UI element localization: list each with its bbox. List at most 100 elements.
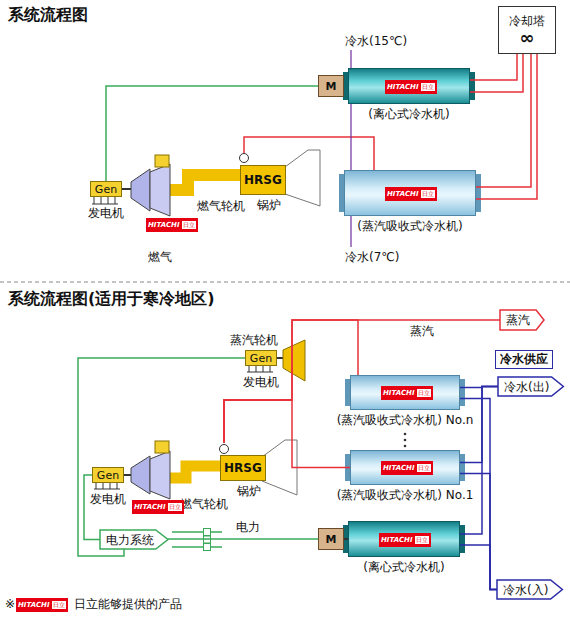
chiller-endcap: [460, 454, 465, 481]
chiller-endcap: [470, 72, 475, 100]
pipe-connector: [460, 545, 497, 590]
chiller-label: (蒸汽吸收式冷水机) No.1: [337, 488, 474, 502]
text-label: 冷水(7℃): [345, 250, 399, 265]
node-text: 电力系统: [106, 533, 154, 547]
logo-text: 日立: [52, 601, 66, 609]
text-label: 燃气轮机: [197, 199, 245, 214]
text-label: 冷水(15℃): [345, 34, 407, 49]
chilled-water-line: [350, 216, 351, 247]
power-system-arrow: 电力系统: [100, 530, 168, 549]
logo-text: HITACHI: [381, 536, 413, 545]
hitachi-logo: HITACHI日立: [379, 533, 431, 547]
logo-text: 日立: [415, 536, 429, 544]
hrsg-box: HRSG锅炉: [240, 165, 286, 195]
motor-box: M: [318, 528, 344, 550]
turbine: [150, 164, 170, 216]
exhaust-duct: [170, 175, 240, 190]
compressor: [131, 456, 150, 494]
text-label: 日立能够提供的产品: [74, 597, 182, 612]
centrifugal-chiller: HITACHI日立(离心式冷水机): [348, 521, 460, 557]
section-divider: [0, 282, 570, 283]
continuation-dot: [404, 439, 407, 442]
hitachi-logo: HITACHI日立: [385, 187, 437, 201]
text-label: 蒸汽轮机: [230, 333, 278, 348]
logo-text: HITACHI: [148, 221, 180, 230]
supply-heading-box: 冷水供应: [495, 350, 553, 369]
node-text: 冷水(出): [504, 380, 549, 394]
node-text: 锅炉: [257, 198, 281, 212]
logo-text: 日立: [417, 389, 431, 397]
text-label: 电力: [236, 520, 260, 535]
logo-text: 日立: [168, 503, 182, 511]
pipe-connector: [476, 54, 531, 187]
pipe-connector: [106, 86, 318, 181]
node-text: HRSG: [224, 461, 262, 475]
hrsg-box: HRSG锅炉: [220, 455, 266, 481]
chiller-label: (蒸汽吸收式冷水机) No.n: [337, 413, 474, 427]
logo-text: HITACHI: [387, 190, 419, 199]
node-text: 发电机: [243, 375, 279, 389]
pentagon-shape: [100, 530, 168, 549]
node-text: 冷水供应: [500, 352, 548, 367]
node-text: Gen: [250, 352, 272, 365]
generator-terminals: [92, 197, 118, 204]
pipe-connector: [476, 54, 537, 199]
logo-text: HITACHI: [18, 601, 50, 610]
absorption-chiller: HITACHI日立(蒸汽吸收式冷水机): [344, 170, 476, 216]
hitachi-logo: HITACHI日立: [381, 461, 433, 475]
chiller-label: (蒸汽吸收式冷水机): [357, 219, 462, 233]
steam-drum: [240, 154, 249, 163]
logo-text: HITACHI: [134, 503, 166, 512]
breaker: [204, 529, 211, 536]
diagram-title: 系统流程图: [8, 5, 88, 24]
generator-box: Gen发电机: [245, 350, 277, 366]
node-text: 蒸汽: [506, 313, 530, 327]
cooling-tower: 冷却塔∞: [498, 6, 556, 54]
chiller-label: (离心式冷水机): [363, 560, 444, 574]
pipe-connector: [460, 387, 498, 535]
logo-text: HITACHI: [383, 389, 415, 398]
power-line: [172, 531, 222, 532]
generator-terminals: [247, 366, 273, 372]
centrifugal-chiller: HITACHI日立(离心式冷水机): [348, 68, 470, 104]
steam-outlet-arrow: 蒸汽: [500, 310, 544, 330]
chiller-endcap: [460, 379, 465, 406]
combustor: [155, 155, 169, 167]
node-text: 冷却塔: [509, 14, 545, 29]
logo-text: 日立: [182, 221, 196, 229]
continuation-dot: [404, 445, 407, 448]
compressor: [131, 169, 150, 211]
pipe-connector: [350, 104, 351, 170]
generator-terminals: [94, 483, 120, 489]
text-label: 系统流程图(适用于寒冷地区): [8, 289, 215, 308]
pentagon-shape: [497, 580, 562, 599]
chilled-water-in-arrow: 冷水(入): [497, 580, 562, 599]
pipe-connector: [84, 475, 100, 540]
node-text: M: [326, 533, 337, 546]
logo-text: HITACHI: [383, 464, 415, 473]
node-text: 发电机: [90, 492, 126, 506]
pentagon-shape: [498, 377, 563, 396]
chilled-water-line: [350, 50, 351, 68]
absorption-chiller: HITACHI日立(蒸汽吸收式冷水机) No.1: [350, 450, 460, 485]
chilled-water-out-arrow: 冷水(出): [498, 377, 563, 396]
chiller-label: (离心式冷水机): [368, 107, 449, 121]
node-text: 冷水(入): [503, 583, 548, 597]
text-label: 蒸汽: [410, 324, 434, 339]
hitachi-logo: HITACHI日立: [385, 80, 437, 94]
shaft: [277, 357, 283, 359]
breaker: [204, 544, 211, 551]
steam-drum: [220, 445, 229, 454]
logo-text: 日立: [421, 83, 435, 91]
node-text: 锅炉: [237, 484, 261, 498]
motor-box: M: [318, 75, 344, 97]
shaft: [122, 188, 131, 190]
pipe-connector: [224, 320, 500, 443]
chiller-endcap: [476, 174, 481, 212]
pipe-connector: [470, 54, 517, 80]
hitachi-logo: HITACHI日立: [146, 218, 198, 232]
node-text: M: [326, 80, 337, 93]
hitachi-logo: HITACHI日立: [132, 500, 184, 514]
